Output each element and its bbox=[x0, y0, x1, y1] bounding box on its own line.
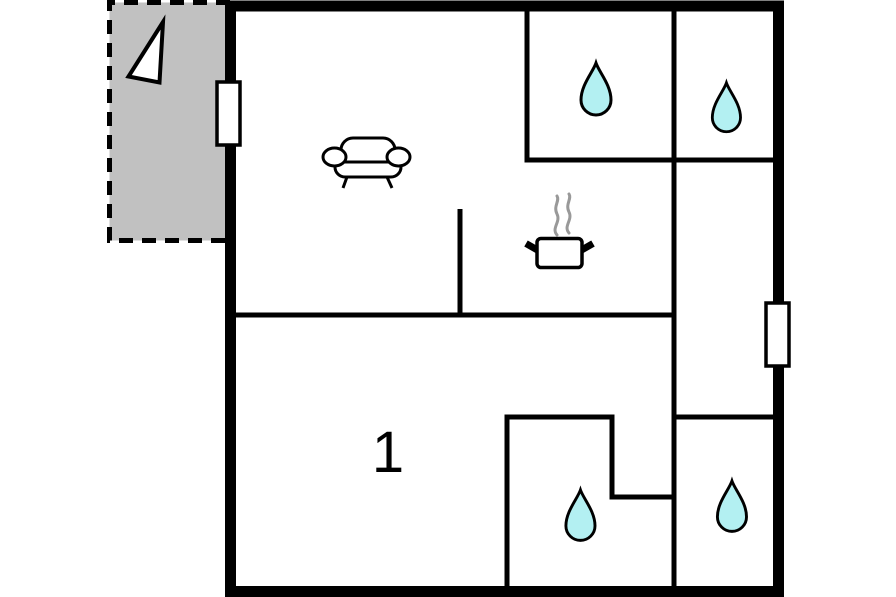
steam-line bbox=[565, 192, 572, 235]
pot-body bbox=[535, 236, 584, 270]
window-marker bbox=[215, 80, 242, 147]
terrace-dashed-border bbox=[107, 0, 230, 243]
window-marker bbox=[764, 301, 791, 368]
sofa-arm-left bbox=[321, 146, 348, 168]
walls bbox=[225, 0, 784, 597]
water-drop-icon bbox=[710, 78, 742, 134]
sofa-leg bbox=[385, 176, 394, 189]
sofa-back bbox=[339, 136, 397, 167]
sofa-seat bbox=[333, 160, 403, 179]
terrace-area bbox=[107, 0, 230, 243]
water-drops bbox=[564, 58, 748, 542]
steam-line bbox=[553, 194, 560, 237]
cooking-pot-icon bbox=[524, 236, 595, 270]
sofa-icon bbox=[321, 136, 412, 189]
steam-icon bbox=[553, 192, 572, 237]
water-drop-icon bbox=[715, 476, 748, 533]
outer-wall bbox=[225, 0, 784, 597]
terrace-fill bbox=[109, 2, 230, 241]
sofa-leg bbox=[341, 176, 349, 189]
water-drop-icon bbox=[579, 58, 613, 117]
bedroom-label: 1 bbox=[372, 420, 404, 485]
water-drop-icon bbox=[564, 485, 597, 542]
north-arrow-icon bbox=[125, 14, 166, 85]
plan-root: 1 bbox=[107, 0, 791, 597]
sofa-arm-right bbox=[385, 146, 412, 168]
